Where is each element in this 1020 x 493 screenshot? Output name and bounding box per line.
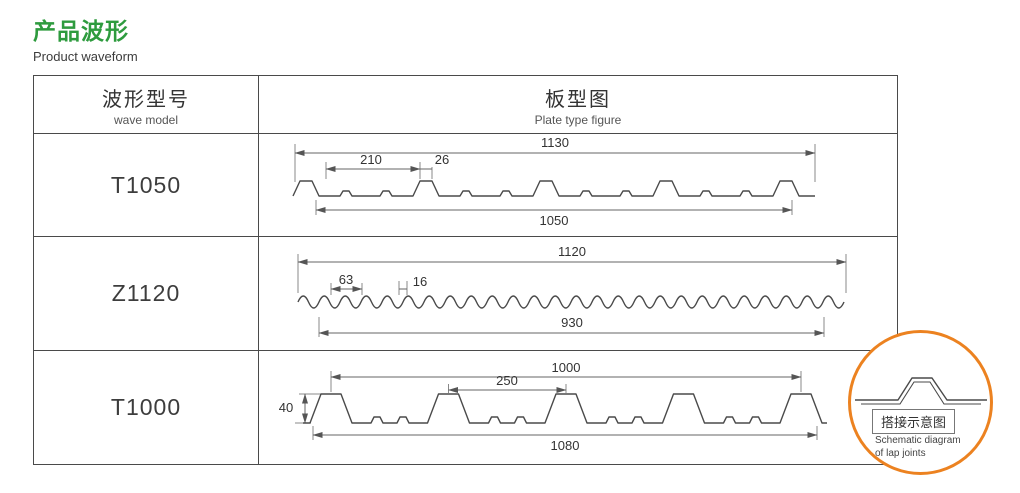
figure-cell-t1050: 1130 210 26 1050 <box>259 134 897 236</box>
model-cell-t1050: T1050 <box>34 134 259 236</box>
lap-joint-label-en-line1: Schematic diagram <box>875 435 961 446</box>
model-label-t1050: T1050 <box>110 171 182 198</box>
t1000-dim-small: 40 <box>279 400 293 415</box>
lap-joint-profile-path <box>855 377 987 401</box>
t1000-dimension-lines <box>295 371 818 440</box>
lap-joint-label-en: Schematic diagram of lap joints <box>875 435 961 460</box>
z1120-dim-pitch: 63 <box>339 272 353 287</box>
figure-cell-z1120: 1120 63 16 930 <box>259 237 897 350</box>
t1050-dim-pitch: 210 <box>360 152 382 167</box>
z1120-dimension-lines <box>297 254 847 337</box>
t1000-dim-total: 1000 <box>552 360 581 375</box>
page-title-cn: 产品波形 <box>33 18 129 44</box>
t1000-profile-drawing: 1000 250 40 1080 <box>279 360 827 453</box>
table-row-t1000: T1000 <box>34 350 897 464</box>
z1120-dim-total: 1120 <box>558 244 586 259</box>
header-cell-figure: 板型图 Plate type figure <box>259 76 897 133</box>
t1050-dim-cover: 1050 <box>540 213 569 228</box>
page-title-en: Product waveform <box>33 49 138 64</box>
header-figure-en: Plate type figure <box>534 112 622 127</box>
table-row-t1050: T1050 <box>34 133 897 236</box>
header-cell-model: 波形型号 wave model <box>34 76 259 133</box>
header-figure-cn: 板型图 <box>545 88 611 111</box>
model-label-t1000: T1000 <box>110 394 182 420</box>
z1120-dim-cover: 930 <box>561 315 583 330</box>
t1000-dim-cover: 1080 <box>551 438 580 453</box>
lap-joint-badge: 搭接示意图 Schematic diagram of lap joints <box>848 330 993 475</box>
t1050-dim-total: 1130 <box>541 135 569 150</box>
model-cell-t1000: T1000 <box>34 351 259 464</box>
t1000-dim-pitch: 250 <box>496 373 518 388</box>
t1050-profile-path <box>292 180 815 197</box>
t1050-dimension-lines <box>294 144 816 215</box>
title-block: 产品波形 Product waveform <box>33 12 138 64</box>
model-label-z1120: Z1120 <box>111 280 181 306</box>
z1120-dim-small: 16 <box>413 274 427 289</box>
table-row-z1120: Z1120 <box>34 236 897 350</box>
lap-joint-overlap-path <box>861 381 981 405</box>
lap-joint-label-cn: 搭接示意图 <box>872 409 956 434</box>
lap-joint-label-en-line2: of lap joints <box>875 447 926 459</box>
header-model-cn: 波形型号 <box>102 88 190 111</box>
table-header-row: 波形型号 wave model 板型图 Plate type figure <box>34 76 897 133</box>
figure-cell-t1000: 1000 250 40 1080 <box>259 351 897 464</box>
model-cell-z1120: Z1120 <box>34 237 259 350</box>
z1120-profile-drawing: 1120 63 16 930 <box>297 244 847 337</box>
lap-joint-drawing <box>855 377 987 405</box>
t1050-profile-drawing: 1130 210 26 1050 <box>292 135 816 228</box>
header-model-en: wave model <box>113 112 179 127</box>
z1120-profile-path <box>297 295 845 309</box>
t1050-dim-small: 26 <box>435 152 449 167</box>
t1000-profile-path <box>303 393 827 424</box>
product-waveform-table: 波形型号 wave model 板型图 Plate type figure T1… <box>33 75 898 465</box>
